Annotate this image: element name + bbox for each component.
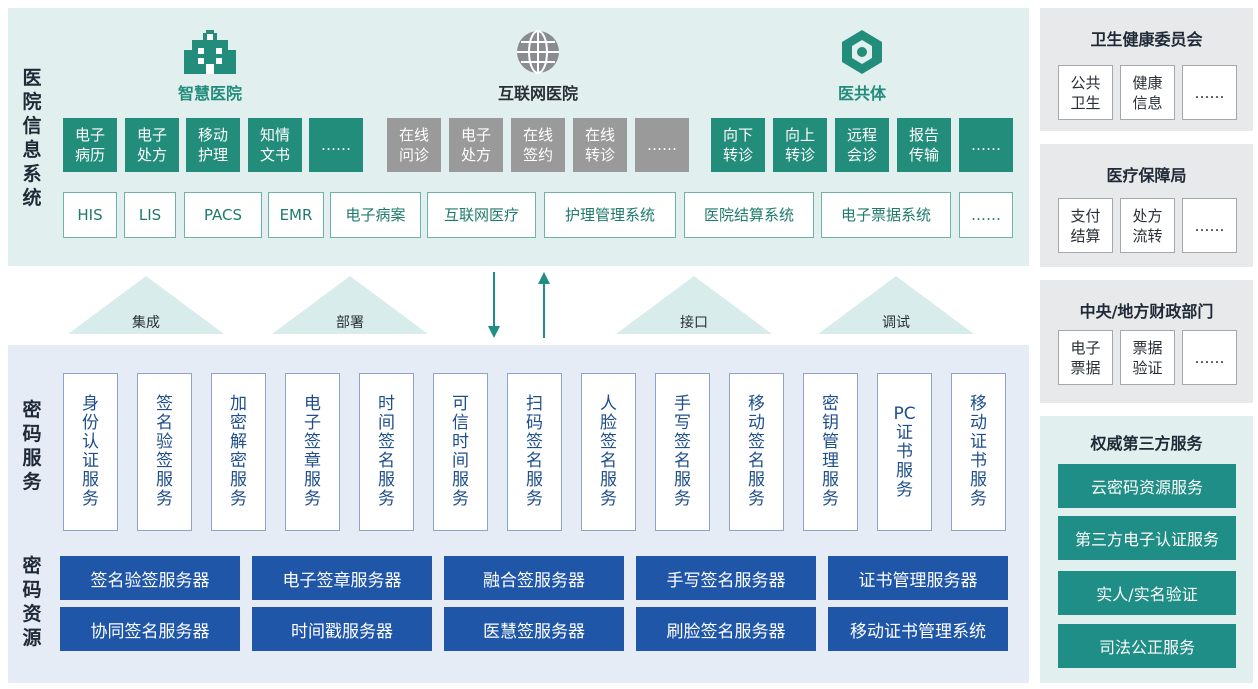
system-box: 互联网医疗 bbox=[427, 192, 536, 238]
org-item: 支付 结算 bbox=[1058, 198, 1113, 253]
service-item: 移 动 签 名 服 务 bbox=[729, 373, 784, 531]
system-box: LIS bbox=[124, 192, 176, 238]
internet-hospital-title: 互联网医院 bbox=[497, 84, 578, 103]
finance-dept-panel: 中央/地方财政部门 电子 票据 票据 验证 …… bbox=[1040, 280, 1253, 403]
resource-server: 手写签名服务器 bbox=[636, 556, 816, 600]
debugging-triangle bbox=[818, 276, 974, 334]
feature-box: 报告 传输 bbox=[897, 118, 951, 172]
service-item: 人 脸 签 名 服 务 bbox=[581, 373, 636, 531]
resource-server: 证书管理服务器 bbox=[828, 556, 1008, 600]
feature-box: 在线 签约 bbox=[511, 118, 565, 172]
interface-triangle bbox=[616, 276, 772, 334]
resource-server: 医慧签服务器 bbox=[444, 607, 624, 651]
integration-label: 集成 bbox=[132, 315, 160, 331]
feature-box: 电子 处方 bbox=[449, 118, 503, 172]
resource-server: 时间戳服务器 bbox=[252, 607, 432, 651]
crypto-services-label: 密 码 服 务 bbox=[22, 399, 42, 493]
org-item-more: …… bbox=[1182, 198, 1237, 253]
hospital-info-system-label: 医 院 信 息 系 统 bbox=[22, 67, 42, 209]
service-item: 手 写 签 名 服 务 bbox=[655, 373, 710, 531]
system-box: 电子票据系统 bbox=[821, 192, 951, 238]
feature-box: 电子 病历 bbox=[63, 118, 117, 172]
third-party-service: 实人/实名验证 bbox=[1058, 571, 1236, 615]
service-item: 签 名 验 签 服 务 bbox=[137, 373, 192, 531]
feature-box: 在线 转诊 bbox=[573, 118, 627, 172]
internet-hospital-header: 互联网医院 bbox=[478, 28, 598, 104]
resource-server: 刷脸签名服务器 bbox=[636, 607, 816, 651]
system-box-more: …… bbox=[959, 192, 1013, 238]
third-party-service: 第三方电子认证服务 bbox=[1058, 516, 1236, 560]
service-item: 加 密 解 密 服 务 bbox=[211, 373, 266, 531]
feature-box: 在线 问诊 bbox=[387, 118, 441, 172]
service-item: 身 份 认 证 服 务 bbox=[63, 373, 118, 531]
finance-dept-title: 中央/地方财政部门 bbox=[1079, 302, 1214, 321]
system-box: 护理管理系统 bbox=[544, 192, 676, 238]
org-item-more: …… bbox=[1182, 330, 1237, 385]
health-commission-title: 卫生健康委员会 bbox=[1090, 30, 1203, 49]
service-item: 电 子 签 章 服 务 bbox=[285, 373, 340, 531]
smart-hospital-header: 智慧医院 bbox=[150, 28, 270, 104]
health-commission-panel: 卫生健康委员会 公共 卫生 健康 信息 …… bbox=[1040, 8, 1253, 131]
medical-security-panel: 医疗保障局 支付 结算 处方 流转 …… bbox=[1040, 144, 1253, 267]
resource-server: 移动证书管理系统 bbox=[828, 607, 1008, 651]
medical-alliance-header: 医共体 bbox=[802, 28, 922, 104]
hospital-icon bbox=[184, 30, 236, 74]
service-item: 移 动 证 书 服 务 bbox=[951, 373, 1006, 531]
debugging-label: 调试 bbox=[882, 315, 910, 331]
third-party-title: 权威第三方服务 bbox=[1090, 434, 1203, 453]
deployment-triangle bbox=[272, 276, 428, 334]
crypto-resources-label: 密 码 资 源 bbox=[22, 555, 42, 649]
alliance-icon bbox=[842, 30, 882, 74]
org-item: 电子 票据 bbox=[1058, 330, 1113, 385]
resource-server: 签名验签服务器 bbox=[60, 556, 240, 600]
service-item: 扫 码 签 名 服 务 bbox=[507, 373, 562, 531]
feature-box-more: …… bbox=[309, 118, 363, 172]
third-party-service: 云密码资源服务 bbox=[1058, 464, 1236, 508]
interface-label: 接口 bbox=[680, 315, 708, 331]
feature-box-more: …… bbox=[959, 118, 1013, 172]
service-item: PC 证 书 服 务 bbox=[877, 373, 932, 531]
service-item: 密 钥 管 理 服 务 bbox=[803, 373, 858, 531]
system-box: PACS bbox=[184, 192, 262, 238]
system-box: HIS bbox=[63, 192, 117, 238]
medical-alliance-title: 医共体 bbox=[837, 84, 886, 103]
feature-box: 知情 文书 bbox=[248, 118, 302, 172]
org-item: 处方 流转 bbox=[1120, 198, 1175, 253]
bidirectional-arrows bbox=[488, 272, 550, 338]
feature-box-more: …… bbox=[635, 118, 689, 172]
third-party-service: 司法公正服务 bbox=[1058, 624, 1236, 668]
feature-box: 远程 会诊 bbox=[835, 118, 889, 172]
smart-hospital-title: 智慧医院 bbox=[177, 84, 242, 103]
feature-box: 向上 转诊 bbox=[773, 118, 827, 172]
system-box: 医院结算系统 bbox=[684, 192, 814, 238]
deployment-label: 部署 bbox=[336, 315, 364, 331]
feature-box: 移动 护理 bbox=[186, 118, 240, 172]
org-item-more: …… bbox=[1182, 65, 1237, 120]
third-party-panel: 权威第三方服务 云密码资源服务 第三方电子认证服务 实人/实名验证 司法公正服务 bbox=[1040, 416, 1253, 683]
globe-icon bbox=[517, 30, 559, 74]
service-item: 可 信 时 间 服 务 bbox=[433, 373, 488, 531]
resource-server: 电子签章服务器 bbox=[252, 556, 432, 600]
medical-security-title: 医疗保障局 bbox=[1106, 166, 1187, 185]
resource-server: 融合签服务器 bbox=[444, 556, 624, 600]
system-box: 电子病案 bbox=[330, 192, 421, 238]
feature-box: 向下 转诊 bbox=[711, 118, 765, 172]
service-item: 时 间 签 名 服 务 bbox=[359, 373, 414, 531]
integration-triangle bbox=[68, 276, 224, 334]
system-box: EMR bbox=[268, 192, 324, 238]
feature-box: 电子 处方 bbox=[125, 118, 179, 172]
org-item: 公共 卫生 bbox=[1058, 65, 1113, 120]
resource-server: 协同签名服务器 bbox=[60, 607, 240, 651]
org-item: 健康 信息 bbox=[1120, 65, 1175, 120]
org-item: 票据 验证 bbox=[1120, 330, 1175, 385]
